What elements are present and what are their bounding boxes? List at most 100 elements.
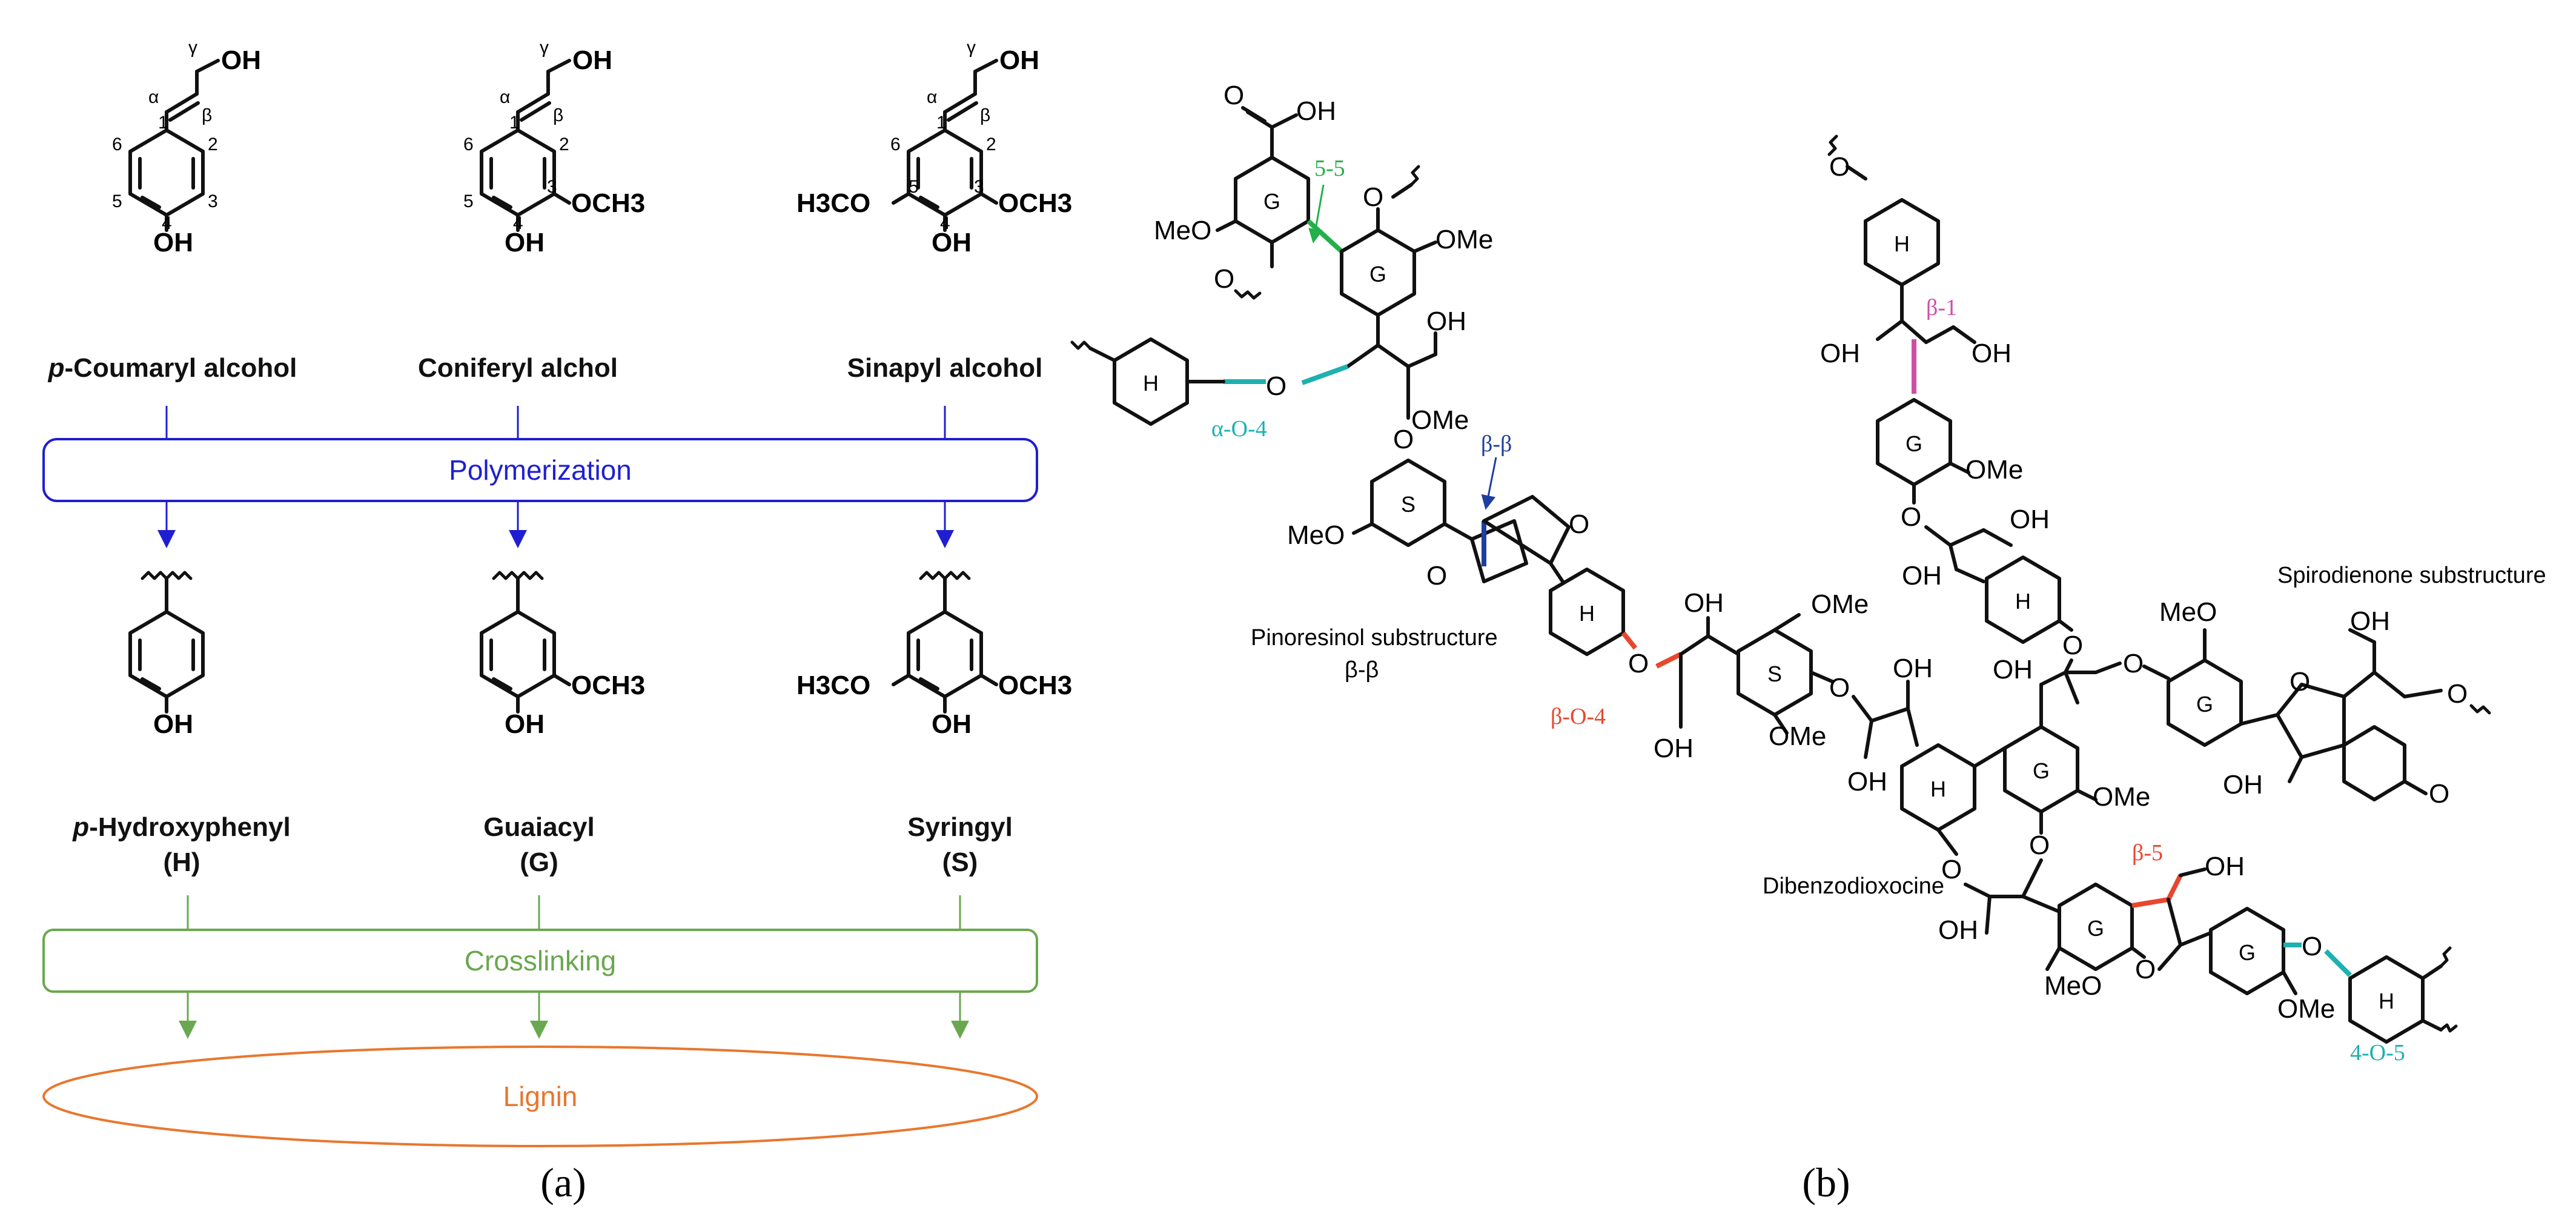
svg-text:H: H [1143, 371, 1159, 396]
ring-h-bottom-right: H [2348, 946, 2458, 1044]
svg-text:OH: OH [1296, 96, 1336, 126]
svg-text:H: H [2379, 989, 2394, 1013]
svg-text:4: 4 [162, 213, 172, 233]
svg-text:OH: OH [1684, 588, 1724, 618]
unit-name-g: Guaiacyl [483, 812, 594, 842]
svg-text:O: O [1901, 502, 1921, 532]
svg-text:O: O [1628, 649, 1649, 678]
svg-text:OMe: OMe [1811, 589, 1869, 619]
svg-text:O: O [1223, 81, 1244, 110]
svg-text:OH: OH [1972, 339, 2011, 368]
monomer-coniferyl: OH OH OCH3 γ α β 1 2 3 4 5 6 [463, 38, 645, 257]
svg-text:H: H [1894, 231, 1910, 256]
svg-text:O: O [2447, 679, 2468, 709]
ring-h-lower: H [1900, 743, 1976, 832]
svg-text:OMe: OMe [1411, 405, 1469, 435]
svg-text:OH: OH [999, 45, 1039, 75]
svg-text:OH: OH [1902, 561, 1942, 591]
svg-text:OH: OH [153, 709, 193, 739]
svg-text:O: O [2062, 631, 2083, 660]
polymerization-box [42, 438, 1038, 502]
svg-text:OMe: OMe [1965, 455, 2023, 485]
svg-text:O: O [1829, 673, 1850, 703]
svg-text:α: α [500, 87, 510, 107]
monomer-name-p-coumaryl: p-Coumaryl alcohol [48, 353, 297, 383]
monomer-name-coniferyl: Coniferyl alchol [418, 353, 618, 383]
pinoresinol-bicycle: O O [1426, 495, 1589, 591]
panel-a: OH OH γ α β 1 2 3 4 5 6 OH OH [42, 38, 1072, 1205]
svg-text:S: S [1401, 492, 1415, 517]
spirodienone-unit: O OH OH O O [2223, 606, 2491, 809]
ring-g-bottom-right: G OMe [2209, 907, 2335, 1024]
linkage-alpha-o-4: α-O-4 [1211, 416, 1267, 442]
svg-text:β: β [980, 105, 990, 125]
linkage-beta-5: β-5 [2132, 840, 2163, 866]
unit-name-h: p-Hydroxyphenyl [72, 812, 290, 842]
svg-text:O: O [1393, 425, 1414, 454]
svg-text:H: H [1930, 777, 1946, 801]
svg-text:H: H [2015, 589, 2031, 614]
ring-g-cooh: O OH G MeO O [1154, 81, 1336, 300]
svg-text:OH: OH [2010, 505, 2050, 534]
svg-text:OCH3: OCH3 [998, 671, 1072, 700]
svg-text:OH: OH [1820, 339, 1860, 368]
lignin-ellipse [42, 1046, 1038, 1147]
svg-text:O: O [1363, 182, 1383, 212]
ring-g-second: G O OMe [1340, 165, 1493, 347]
svg-text:OCH3: OCH3 [571, 188, 645, 218]
svg-text:OH: OH [2205, 852, 2245, 881]
svg-text:OH: OH [221, 45, 261, 75]
linkage-5-5: 5-5 [1314, 156, 1345, 181]
svg-text:MeO: MeO [1287, 520, 1345, 550]
svg-text:α: α [927, 87, 937, 107]
spirodienone-label: Spirodienone substructure [2277, 563, 2546, 588]
ring-g-upper: G OMe O OH OH [1876, 398, 2050, 591]
monomer-p-coumaryl: OH OH γ α β 1 2 3 4 5 6 [112, 38, 261, 257]
svg-text:OCH3: OCH3 [571, 671, 645, 700]
ring-h-top: O H OH OH [1820, 134, 2011, 394]
svg-text:O: O [1829, 152, 1850, 182]
svg-text:H: H [1579, 601, 1595, 626]
unit-name-s: Syringyl [907, 812, 1013, 842]
crosslinking-box [42, 929, 1038, 993]
linkage-beta-o-4: β-O-4 [1551, 704, 1606, 729]
ring-h-middle: H [1549, 568, 1638, 656]
linkage-4-o-5: 4-O-5 [2350, 1040, 2405, 1066]
svg-text:O: O [1266, 371, 1286, 401]
unit-code-g: (G) [520, 847, 558, 877]
svg-text:OH: OH [572, 45, 612, 75]
unit-g-structure: OH OCH3 [480, 571, 645, 739]
svg-text:OH: OH [1426, 307, 1466, 336]
ring-s-middle: S OMe OMe [1737, 589, 1869, 751]
svg-text:G: G [2239, 940, 2256, 965]
crosslinking-label: Crosslinking [465, 945, 617, 976]
svg-text:OH: OH [932, 709, 972, 739]
svg-text:OMe: OMe [2093, 782, 2150, 812]
svg-text:MeO: MeO [2159, 597, 2217, 627]
svg-text:1: 1 [936, 113, 947, 133]
ring-g-bottom: G MeO O OH [2044, 852, 2245, 1001]
svg-text:O: O [2302, 932, 2322, 961]
svg-text:γ: γ [967, 38, 976, 58]
svg-text:3: 3 [547, 177, 557, 197]
svg-text:1: 1 [509, 113, 520, 133]
unit-s-structure: OH OCH3 H3CO [796, 571, 1072, 739]
svg-text:γ: γ [540, 38, 549, 58]
panel-a-caption: (a) [540, 1159, 586, 1205]
svg-text:MeO: MeO [2044, 971, 2102, 1001]
monomer-sinapyl: OH OH OCH3 H3CO γ α β 1 2 3 4 5 6 [796, 38, 1072, 257]
svg-text:OH: OH [153, 228, 193, 257]
svg-text:OH: OH [932, 228, 972, 257]
svg-text:OCH3: OCH3 [998, 188, 1072, 218]
svg-text:α: α [148, 87, 159, 107]
linkage-beta-beta: β-β [1481, 431, 1512, 457]
svg-text:O: O [2429, 779, 2449, 809]
svg-text:β: β [553, 105, 563, 125]
svg-text:G: G [1906, 431, 1922, 456]
svg-text:2: 2 [986, 134, 996, 154]
svg-text:H3CO: H3CO [796, 188, 870, 218]
svg-text:γ: γ [188, 38, 197, 58]
svg-text:OH: OH [1993, 655, 2033, 684]
unit-code-h: (H) [163, 847, 200, 877]
